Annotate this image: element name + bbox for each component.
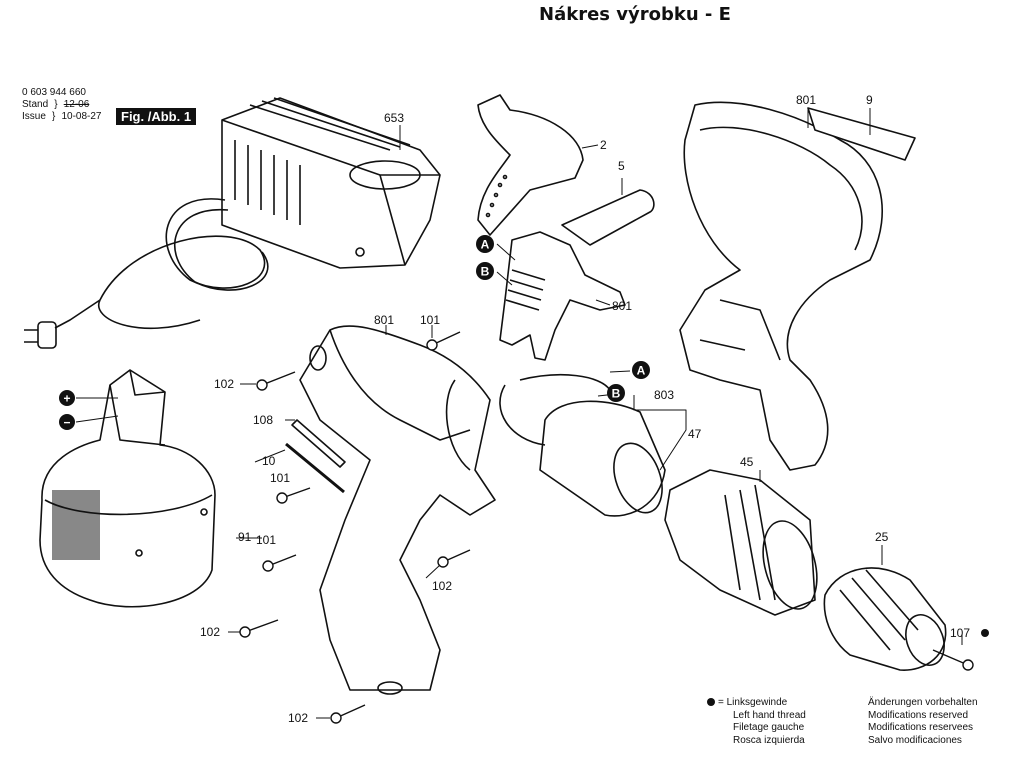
svg-text:B: B xyxy=(481,265,490,279)
battery-drawing xyxy=(39,369,216,608)
label-screw-102-bottom: 102 xyxy=(288,711,308,725)
issue-label: Issue xyxy=(22,111,46,122)
svg-text:−: − xyxy=(63,416,70,430)
label-screw-101-top: 101 xyxy=(420,313,440,327)
bit-drawing xyxy=(291,419,346,468)
marker-a-top: A xyxy=(476,235,494,253)
legend-left-hand-thread: = Linksgewinde Left hand thread Filetage… xyxy=(707,697,806,747)
housing-right-drawing xyxy=(679,101,916,471)
screws-drawing xyxy=(239,331,974,724)
switch-cover-drawing xyxy=(561,189,655,246)
label-motor: 803 xyxy=(654,388,674,402)
label-housing-left: 801 xyxy=(374,313,394,327)
left-hand-thread-dot xyxy=(981,629,989,637)
svg-text:+: + xyxy=(63,392,70,406)
svg-text:A: A xyxy=(481,238,490,252)
bit-clip-drawing xyxy=(285,442,345,494)
bullet-icon xyxy=(707,698,715,707)
marker-b-top: B xyxy=(476,262,494,280)
label-switch-cover: 5 xyxy=(618,159,625,173)
label-screw-102-mid: 102 xyxy=(432,579,452,593)
legend-line: Modifications reserved xyxy=(868,709,969,721)
page-title: Nákres výrobku - E xyxy=(539,4,731,25)
document-meta: 0 603 944 660 Stand } 12-06 Issue } 10-0… xyxy=(22,87,102,122)
label-pinion: 47 xyxy=(688,427,702,441)
marker-b-motor: B xyxy=(607,384,625,402)
label-chuck-screw: 107 xyxy=(950,626,970,640)
label-cover: 2 xyxy=(600,138,607,152)
label-charger: 653 xyxy=(384,111,404,125)
legend-line: Modifications reservees xyxy=(868,722,974,733)
legend-line: Salvo modificaciones xyxy=(868,734,962,746)
svg-text:A: A xyxy=(637,364,646,378)
legend-line: Rosca izquierda xyxy=(733,734,805,746)
legend-modifications: Änderungen vorbehalten Modifications res… xyxy=(868,697,978,747)
figure-label: Fig. /Abb. 1 xyxy=(116,108,197,125)
label-screw-102-top: 102 xyxy=(214,377,234,391)
part-number: 0 603 944 660 xyxy=(22,87,86,98)
label-screw-102-low: 102 xyxy=(200,625,220,639)
label-gearbox: 45 xyxy=(740,455,754,469)
label-screw-101-mid: 101 xyxy=(270,471,290,485)
motor-drawing xyxy=(499,374,666,517)
legend-line: Left hand thread xyxy=(733,709,806,721)
stand-value: 12-06 xyxy=(63,99,90,110)
legend-line: Linksgewinde xyxy=(726,697,788,708)
label-bit: 108 xyxy=(253,413,273,427)
legend-line: Änderungen vorbehalten xyxy=(868,697,978,708)
label-switch: 801 xyxy=(612,299,632,313)
marker-plus: + xyxy=(59,390,75,406)
issue-value: 10-08-27 xyxy=(61,111,102,122)
charger-drawing xyxy=(24,97,441,349)
label-plate: 9 xyxy=(866,93,873,107)
legend-line: Filetage gauche xyxy=(733,722,805,733)
label-screw-101-low: 101 xyxy=(256,533,276,547)
cover-drawing xyxy=(477,94,584,236)
housing-left-drawing xyxy=(299,325,496,695)
svg-text:B: B xyxy=(612,387,621,401)
chuck-drawing xyxy=(823,567,947,671)
marker-a-motor: A xyxy=(632,361,650,379)
stand-label: Stand xyxy=(22,99,49,110)
label-bit-clip: 10 xyxy=(262,454,276,468)
label-chuck: 25 xyxy=(875,530,889,544)
label-housing-right: 801 xyxy=(796,93,816,107)
label-battery: 91 xyxy=(238,530,252,544)
leader-lines xyxy=(75,108,963,719)
marker-minus: − xyxy=(59,414,75,430)
gearbox-drawing xyxy=(664,469,818,616)
switch-drawing xyxy=(499,231,626,361)
